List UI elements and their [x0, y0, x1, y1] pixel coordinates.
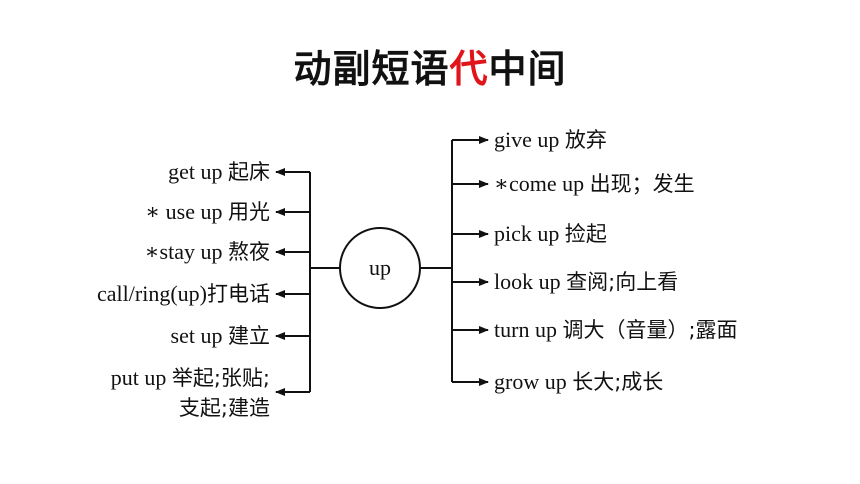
- right-item-6: grow up 长大;成长: [494, 368, 663, 396]
- right-item-2-en: ∗come up: [494, 171, 590, 196]
- left-item-3-cn: 熬夜: [228, 240, 270, 264]
- left-item-2-cn: 用光: [228, 200, 270, 224]
- left-item-4-en: call/ring(up): [97, 281, 207, 306]
- right-item-1: give up 放弃: [494, 126, 607, 154]
- right-item-6-cn: 长大;成长: [572, 370, 664, 394]
- right-item-3: pick up 捡起: [494, 220, 607, 248]
- right-item-1-en: give up: [494, 127, 565, 152]
- left-item-6-en: put up: [110, 365, 172, 390]
- right-item-1-cn: 放弃: [564, 128, 607, 152]
- right-item-2: ∗come up 出现；发生: [494, 170, 695, 198]
- left-item-5-en: set up: [170, 323, 228, 348]
- right-item-4-cn: 查阅;向上看: [566, 270, 679, 294]
- right-item-2-cn: 出现；发生: [589, 172, 695, 196]
- left-item-3-en: ∗stay up: [144, 239, 228, 264]
- left-item-5-cn: 建立: [228, 324, 270, 348]
- left-item-2: ∗ use up 用光: [145, 198, 270, 226]
- left-item-4-cn: 打电话: [207, 282, 270, 306]
- right-item-5-en: turn up: [494, 317, 563, 342]
- right-item-4: look up 查阅;向上看: [494, 268, 678, 296]
- left-item-5: set up 建立: [171, 322, 270, 350]
- title-part1: 动副短语: [293, 47, 450, 91]
- title-part2: 中间: [488, 47, 567, 91]
- left-item-4: call/ring(up)打电话: [97, 280, 270, 308]
- left-item-3: ∗stay up 熬夜: [145, 238, 270, 266]
- left-item-6-cn-line2: 支起;建造: [178, 396, 270, 420]
- right-item-3-en: pick up: [494, 221, 565, 246]
- left-item-2-en: ∗ use up: [145, 199, 228, 224]
- title-highlight: 代: [449, 47, 489, 91]
- left-item-1: get up 起床: [168, 158, 270, 186]
- right-item-4-en: look up: [494, 269, 567, 294]
- left-item-1-cn: 起床: [228, 160, 270, 184]
- right-item-6-en: grow up: [494, 369, 573, 394]
- left-item-6-cn: 举起;张贴;: [171, 366, 270, 390]
- left-item-6: put up 举起;张贴;: [111, 364, 270, 392]
- right-item-5-cn: 调大（音量）;露面: [562, 318, 738, 342]
- center-label: up: [369, 255, 391, 280]
- left-item-1-en: get up: [168, 159, 228, 184]
- right-item-3-cn: 捡起: [564, 222, 607, 246]
- page-title: 动副短语代中间: [0, 38, 860, 93]
- right-item-5: turn up 调大（音量）;露面: [494, 316, 738, 344]
